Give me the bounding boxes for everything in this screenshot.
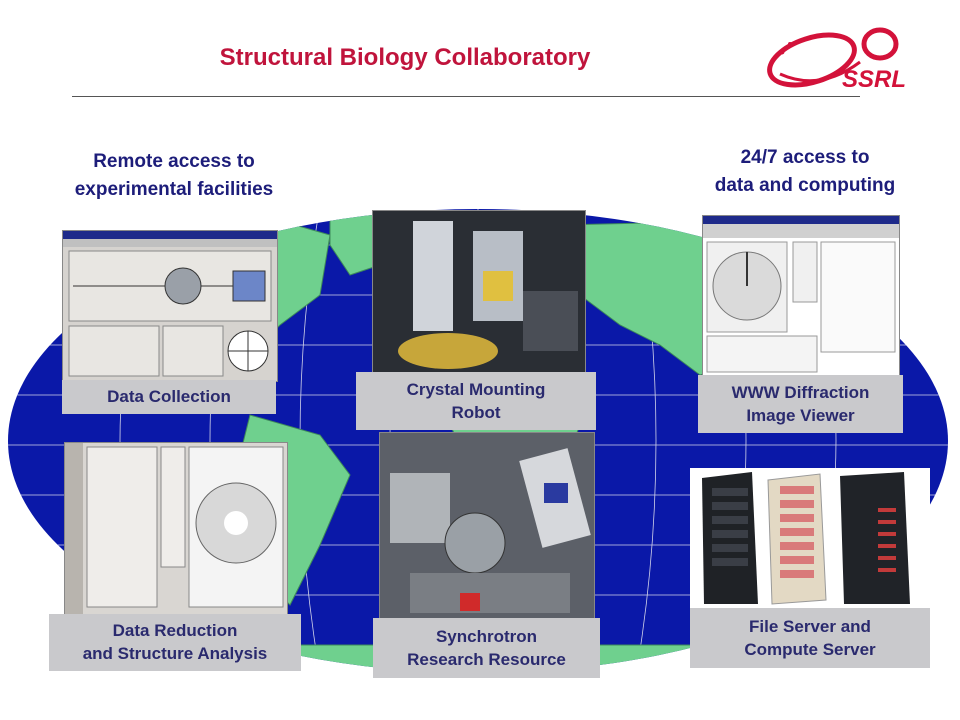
crystal-robot-photo [372,210,586,374]
data-access-heading-line1: 24/7 access to [740,147,870,168]
remote-access-heading: Remote access to experimental facilities [40,148,308,204]
crystal-robot-label-line2: Robot [451,403,501,422]
synchrotron-label-line1: Synchrotron [435,627,538,646]
data-access-heading: 24/7 access to data and computing [680,144,930,200]
data-access-heading-line2: data and computing [714,175,896,196]
crystal-robot-label-line1: Crystal Mounting [406,380,546,399]
www-viewer-label: WWW Diffraction Image Viewer [698,375,903,433]
data-reduction-label: Data Reduction and Structure Analysis [49,614,301,671]
www-viewer-label-line1: WWW Diffraction [731,383,870,402]
remote-access-heading-line1: Remote access to [93,151,255,172]
data-reduction-label-line2: and Structure Analysis [82,644,268,663]
title-divider [72,96,860,97]
ssrl-logo-icon [767,27,899,88]
data-reduction-label-line1: Data Reduction [112,621,238,640]
data-collection-label: Data Collection [62,380,276,414]
synchrotron-label: Synchrotron Research Resource [373,618,600,678]
remote-access-heading-line2: experimental facilities [74,179,274,200]
ssrl-logo-text: SSRL [842,66,907,93]
data-collection-screenshot [62,230,278,382]
file-server-label-line1: File Server and [749,617,871,636]
file-server-label-line2: Compute Server [744,640,876,659]
servers-image [690,468,930,608]
www-viewer-label-line2: Image Viewer [746,406,855,425]
data-reduction-screenshot [64,442,288,616]
page-title: Structural Biology Collaboratory [219,44,591,71]
synchrotron-label-line2: Research Resource [407,650,566,669]
www-viewer-screenshot [702,215,900,377]
crystal-robot-label: Crystal Mounting Robot [356,372,596,430]
synchrotron-photo [379,432,595,620]
file-server-label: File Server and Compute Server [690,608,930,668]
